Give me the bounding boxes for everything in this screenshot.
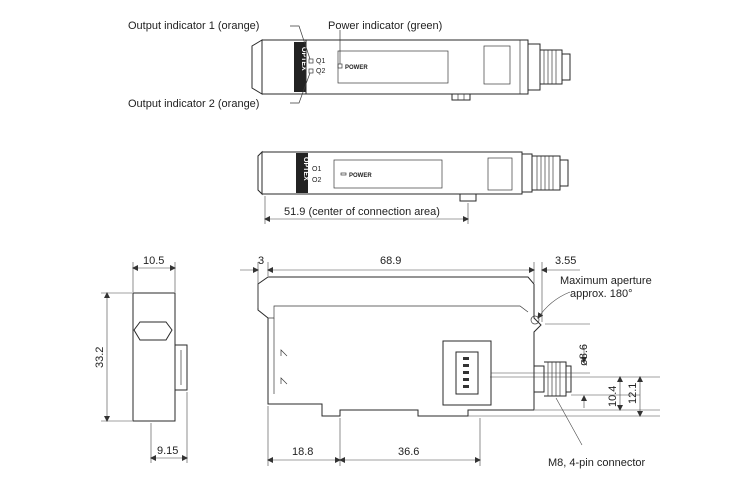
connector-pins <box>463 357 469 388</box>
max-aperture-line2: approx. 180° <box>570 288 633 300</box>
dim-9-15: 9.15 <box>157 445 178 457</box>
power-mark-top: POWER <box>345 65 368 71</box>
output-indicator-2-label: Output indicator 2 (orange) <box>128 98 259 110</box>
brand-label-plate <box>294 42 306 92</box>
power-mark-mid: POWER <box>349 173 372 179</box>
output-indicator-1-label: Output indicator 1 (orange) <box>128 20 259 32</box>
dim-12-1: 12.1 <box>627 383 639 404</box>
brand-logo-mid: OPTEX <box>302 157 309 181</box>
middle-view: OPTEX O1 O2 POWER 51.9 (center of connec… <box>257 150 569 224</box>
dim-68-9: 68.9 <box>380 255 401 267</box>
center-connection-label: 51.9 (center of connection area) <box>284 206 440 218</box>
dim-10-4: 10.4 <box>607 386 619 407</box>
connector-thread-mid <box>536 156 554 190</box>
dim-33-2: 33.2 <box>94 347 106 368</box>
q2-led <box>308 68 314 74</box>
connector-thread-top <box>543 50 557 84</box>
dim-dia-8-6: ø8.6 <box>578 344 590 366</box>
q1-led <box>308 58 314 64</box>
front-view: 3 68.9 3.55 Maximum aperture approx. 180… <box>240 255 660 469</box>
o1-mark: O1 <box>312 166 321 173</box>
max-aperture-line1: Maximum aperture <box>560 275 652 287</box>
q2-mark: Q2 <box>316 68 325 75</box>
q1-mark: Q1 <box>316 58 325 65</box>
end-view: 10.5 33.2 9.15 <box>94 255 188 463</box>
dim-3: 3 <box>258 255 264 267</box>
dim-10-5: 10.5 <box>143 255 164 267</box>
dim-36-6: 36.6 <box>398 446 419 458</box>
connector-label: M8, 4-pin connector <box>548 457 646 469</box>
connector-thread-front <box>547 362 561 396</box>
brand-logo: OPTEX <box>300 47 307 71</box>
o2-mark: O2 <box>312 177 321 184</box>
power-indicator-label: Power indicator (green) <box>328 20 442 32</box>
brand-label-plate-mid <box>296 153 308 193</box>
dim-3-55: 3.55 <box>555 255 576 267</box>
dim-18-8: 18.8 <box>292 446 313 458</box>
top-view: OPTEX Q1 Q2 POWER Output indicator 1 (or… <box>128 20 571 110</box>
power-led <box>337 63 343 69</box>
